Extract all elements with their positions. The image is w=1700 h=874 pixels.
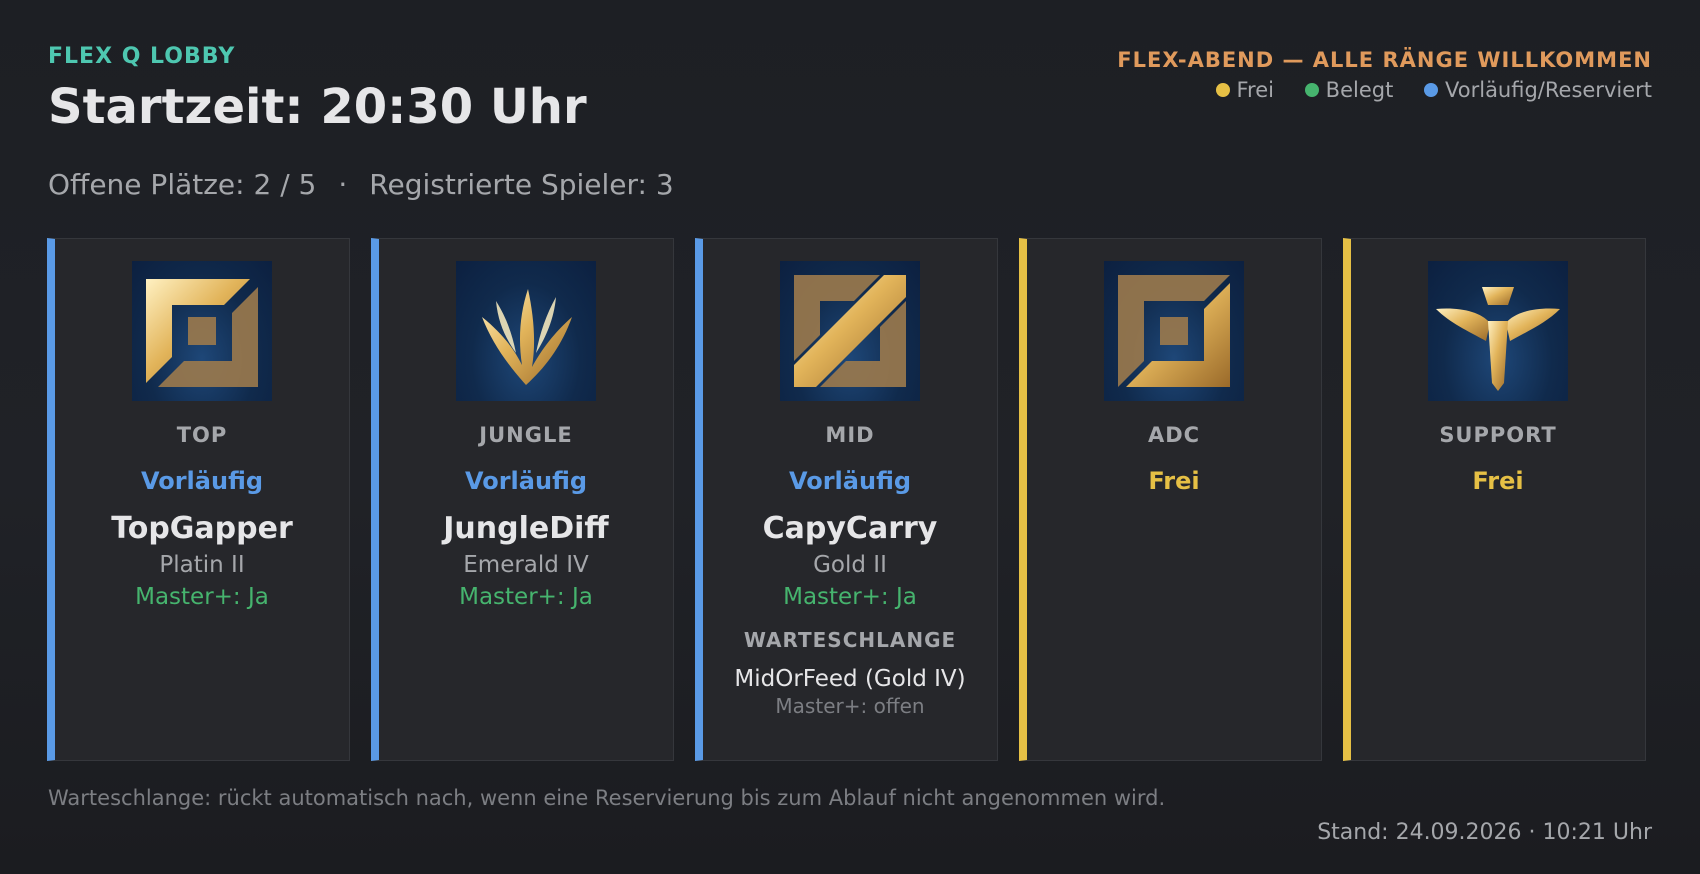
slot-status: Frei xyxy=(1148,467,1200,495)
top-lane-icon xyxy=(132,261,272,401)
legend-dot-icon xyxy=(1424,83,1439,97)
queue-heading: WARTESCHLANGE xyxy=(743,628,957,652)
event-title: FLEX-ABEND — ALLE RÄNGE WILLKOMMEN xyxy=(1117,48,1652,72)
role-card-adc[interactable]: ADC Frei xyxy=(1019,238,1322,761)
player-rank: Gold II xyxy=(813,552,887,578)
player-name: TopGapper xyxy=(111,511,293,546)
role-card-top[interactable]: TOP Vorläufig TopGapper Platin II Master… xyxy=(47,238,350,761)
support-icon xyxy=(1428,261,1568,401)
lobby-header: FLEX Q LOBBY Startzeit: 20:30 Uhr xyxy=(48,44,587,135)
status-legend: Frei Belegt Vorläufig/Reserviert xyxy=(1117,78,1652,102)
slot-status: Vorläufig xyxy=(464,467,588,495)
lobby-eyebrow: FLEX Q LOBBY xyxy=(48,44,236,69)
slot-status: Frei xyxy=(1472,467,1524,495)
mid-lane-icon xyxy=(780,261,920,401)
legend-item-free: Frei xyxy=(1215,78,1274,102)
legend-label: Frei xyxy=(1236,78,1274,102)
queue-footnote: Warteschlange: rückt automatisch nach, w… xyxy=(48,786,1166,810)
event-info: FLEX-ABEND — ALLE RÄNGE WILLKOMMEN Frei … xyxy=(1117,48,1652,102)
jungle-icon xyxy=(456,261,596,401)
player-name: JungleDiff xyxy=(443,511,609,546)
player-rank: Emerald IV xyxy=(463,552,589,578)
stats-separator: · xyxy=(338,168,348,201)
role-label: SUPPORT xyxy=(1439,423,1557,447)
slot-status: Vorläufig xyxy=(788,467,912,495)
legend-label: Vorläufig/Reserviert xyxy=(1445,78,1652,102)
role-slots: TOP Vorläufig TopGapper Platin II Master… xyxy=(47,238,1646,761)
queue-player: MidOrFeed (Gold IV) xyxy=(734,666,966,692)
master-plus-status: Master+: Ja xyxy=(135,584,269,610)
role-card-jungle[interactable]: JUNGLE Vorläufig JungleDiff Emerald IV M… xyxy=(371,238,674,761)
legend-label: Belegt xyxy=(1325,78,1394,102)
master-plus-status: Master+: Ja xyxy=(459,584,593,610)
role-card-support[interactable]: SUPPORT Frei xyxy=(1343,238,1646,761)
legend-dot-icon xyxy=(1304,83,1319,97)
player-name: CapyCarry xyxy=(762,511,938,546)
queue-master-plus-status: Master+: offen xyxy=(775,694,925,718)
open-slots-count: Offene Plätze: 2 / 5 xyxy=(48,168,317,201)
master-plus-status: Master+: Ja xyxy=(783,584,917,610)
last-updated: Stand: 24.09.2026 · 10:21 Uhr xyxy=(1317,820,1652,845)
registered-players-count: Registrierte Spieler: 3 xyxy=(369,168,674,201)
role-label: MID xyxy=(825,423,875,447)
role-label: TOP xyxy=(176,423,228,447)
legend-dot-icon xyxy=(1215,83,1230,97)
role-card-mid[interactable]: MID Vorläufig CapyCarry Gold II Master+:… xyxy=(695,238,998,761)
player-rank: Platin II xyxy=(159,552,245,578)
lobby-stats: Offene Plätze: 2 / 5 · Registrierte Spiele… xyxy=(48,168,674,201)
legend-item-taken: Belegt xyxy=(1304,78,1394,102)
role-label: ADC xyxy=(1147,423,1201,447)
bot-lane-icon xyxy=(1104,261,1244,401)
legend-item-provisional: Vorläufig/Reserviert xyxy=(1424,78,1652,102)
role-label: JUNGLE xyxy=(479,423,573,447)
page-title: Startzeit: 20:30 Uhr xyxy=(48,79,587,135)
slot-status: Vorläufig xyxy=(140,467,264,495)
